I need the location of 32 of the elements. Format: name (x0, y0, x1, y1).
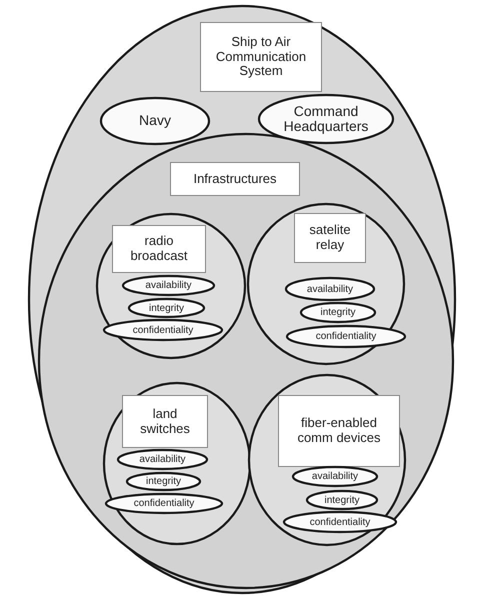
ellipse-region (103, 382, 251, 545)
title-label: Infrastructures (170, 162, 300, 196)
oval-region (103, 319, 223, 341)
oval-label: Command Headquarters (282, 102, 370, 136)
ellipse-region (28, 5, 456, 594)
oval-label: availability (138, 453, 187, 467)
oval-region (283, 511, 397, 533)
oval-label: Navy (138, 111, 172, 130)
oval-label: confidentiality (132, 497, 196, 511)
oval-region (285, 277, 375, 301)
oval-region (258, 94, 394, 144)
ellipse-region (96, 213, 246, 359)
title-label: satelite relay (294, 213, 366, 263)
oval-label: integrity (148, 302, 185, 316)
oval-label: confidentiality (132, 324, 194, 338)
title-label: radio broadcast (112, 225, 206, 273)
title-label: Ship to Air Communication System (200, 22, 322, 92)
title-label: land switches (122, 395, 208, 448)
oval-region (100, 97, 210, 145)
ellipse-region (38, 133, 454, 589)
oval-region (286, 325, 406, 348)
oval-label: integrity (319, 306, 356, 320)
oval-label: confidentiality (308, 516, 372, 530)
oval-label: availability (310, 470, 360, 484)
oval-label: availability (144, 279, 193, 293)
title-label: fiber-enabled comm devices (278, 395, 400, 467)
oval-label: integrity (323, 494, 360, 508)
oval-label: confidentiality (314, 330, 378, 344)
ellipse-region (248, 374, 406, 546)
ellipse-region (247, 203, 405, 365)
oval-label: integrity (144, 475, 182, 489)
oval-label: availability (306, 282, 354, 296)
